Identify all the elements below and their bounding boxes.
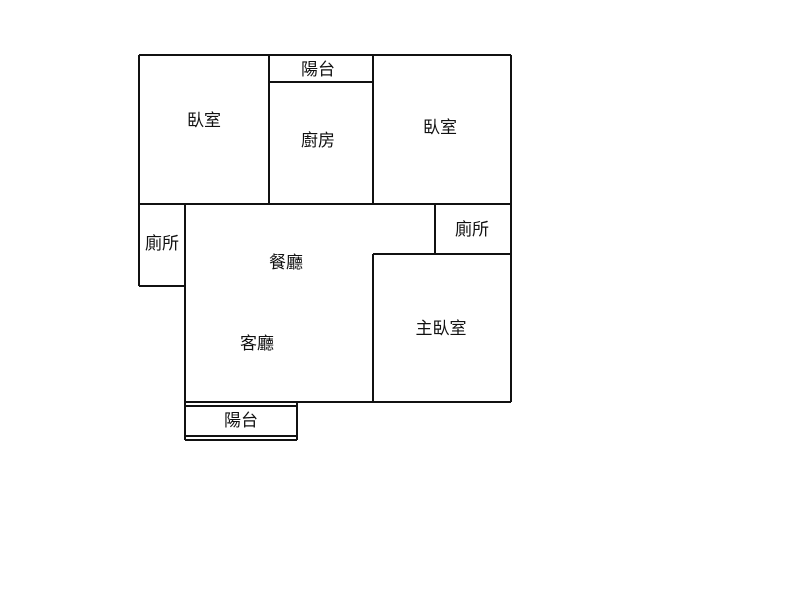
room-label-kitchen: 廚房 xyxy=(301,130,335,151)
room-label-balcony-top: 陽台 xyxy=(301,60,335,80)
room-label-bedroom-right: 臥室 xyxy=(423,118,457,138)
room-label-balcony-bottom: 陽台 xyxy=(224,411,258,431)
room-label-toilet-left: 廁所 xyxy=(145,233,179,254)
room-label-toilet-right: 廁所 xyxy=(455,219,489,240)
room-label-dining: 餐廳 xyxy=(269,253,303,273)
walls xyxy=(138,54,512,441)
room-label-master-bedroom: 主臥室 xyxy=(416,319,467,339)
room-label-bedroom-left: 臥室 xyxy=(187,111,221,131)
room-label-living: 客廳 xyxy=(240,334,274,354)
